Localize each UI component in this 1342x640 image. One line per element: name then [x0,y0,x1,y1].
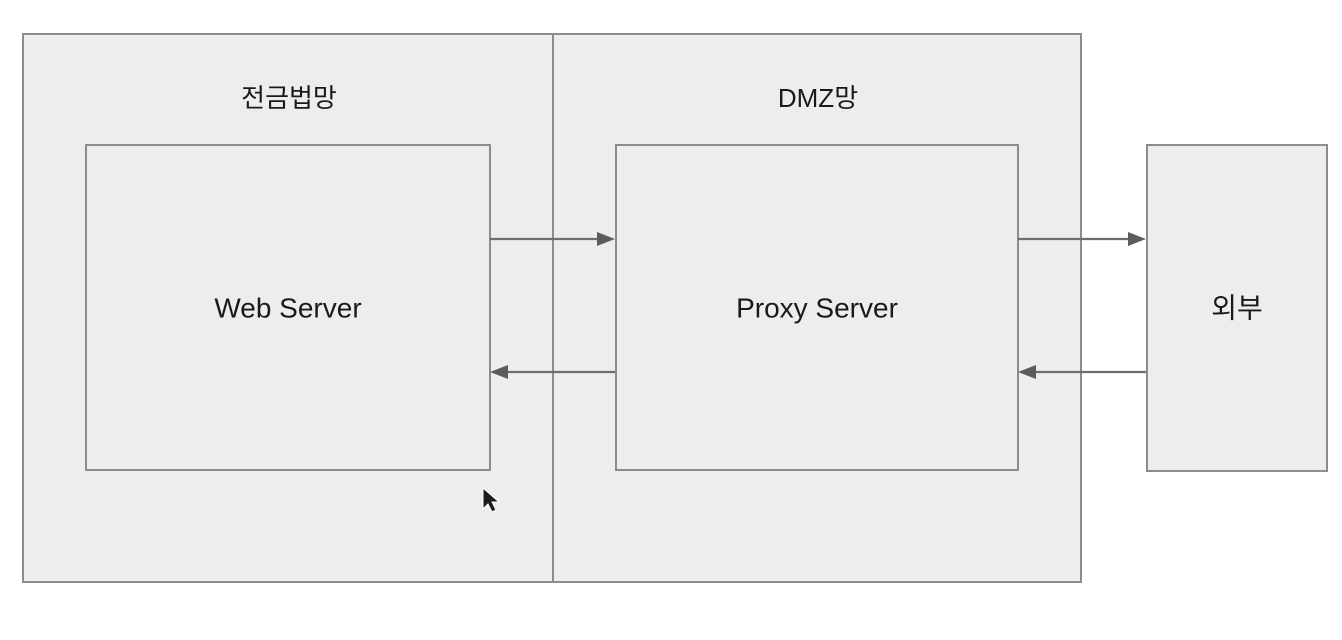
node-proxy-server-label: Proxy Server [736,292,898,323]
connection-proxy-to-web-arrowhead [490,365,508,379]
node-external-label: 외부 [1211,292,1263,323]
node-web-server[interactable] [85,144,491,471]
node-proxy-server[interactable] [615,144,1019,471]
zone-internal-network-label: 전금법망 [241,83,337,113]
connection-external-to-proxy-arrowhead [1018,365,1036,379]
connection-proxy-to-web[interactable] [490,365,615,379]
connection-web-to-proxy-arrowhead [597,232,615,246]
connection-proxy-to-external[interactable] [1018,232,1146,246]
zone-dmz-network-label: DMZ망 [778,83,858,113]
connection-external-to-proxy[interactable] [1018,365,1146,379]
mouse-cursor-icon [482,486,501,513]
connection-proxy-to-external-arrowhead [1128,232,1146,246]
connection-web-to-proxy[interactable] [490,232,615,246]
node-external[interactable] [1146,144,1328,472]
node-web-server-label: Web Server [214,292,361,323]
